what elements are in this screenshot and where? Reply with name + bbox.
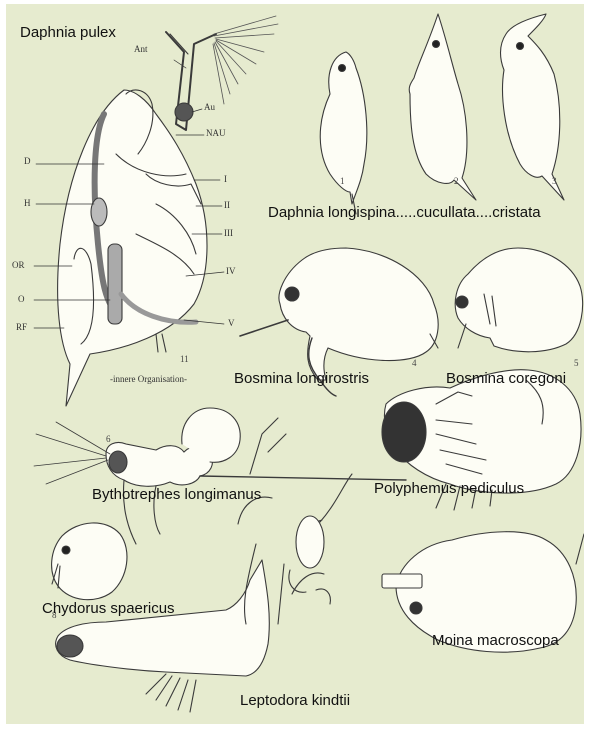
- figure-number-6: 6: [106, 434, 111, 444]
- label-leptodora: Leptodora kindtii: [240, 692, 350, 709]
- bosmina-coregoni-drawing: [455, 248, 582, 352]
- chydorus-drawing: [52, 523, 127, 600]
- label-nau: NAU: [206, 128, 226, 138]
- label-i: I: [224, 174, 227, 184]
- label-bosmina-coregoni: Bosmina coregoni: [446, 370, 566, 387]
- label-h: H: [24, 198, 31, 208]
- label-or: OR: [12, 260, 25, 270]
- daphnia-longispina-drawings: [320, 14, 564, 214]
- figure-number-1: 1: [340, 176, 345, 186]
- label-o: O: [18, 294, 25, 304]
- figure-number-3: 3: [552, 176, 557, 186]
- label-iii: III: [224, 228, 233, 238]
- label-moina: Moina macroscopa: [432, 632, 559, 649]
- label-au: Au: [204, 102, 215, 112]
- label-daphnia-longispina: Daphnia longispina.....cucullata....cris…: [268, 204, 541, 221]
- label-daphnia-pulex: Daphnia pulex: [20, 24, 116, 41]
- label-polyphemus: Polyphemus pediculus: [374, 480, 524, 497]
- label-chydorus: Chydorus spaericus: [42, 600, 175, 617]
- label-d: D: [24, 156, 31, 166]
- label-bythotrephes: Bythotrephes longimanus: [92, 486, 261, 503]
- label-innere-organisation: -innere Organisation-: [110, 374, 187, 384]
- figure-number-11: 11: [180, 354, 189, 364]
- figure-number-5: 5: [574, 358, 579, 368]
- daphnia-pulex-drawing: [34, 16, 278, 406]
- figure-number-4: 4: [412, 358, 417, 368]
- label-rf: RF: [16, 322, 27, 332]
- label-iv: IV: [226, 266, 236, 276]
- label-bosmina-longirostris: Bosmina longirostris: [234, 370, 369, 387]
- figure-number-2: 2: [454, 176, 459, 186]
- plate: Daphnia pulex Ant Au NAU D H I II III OR…: [6, 4, 584, 724]
- label-ant: Ant: [134, 44, 148, 54]
- label-ii: II: [224, 200, 230, 210]
- label-v: V: [228, 318, 235, 328]
